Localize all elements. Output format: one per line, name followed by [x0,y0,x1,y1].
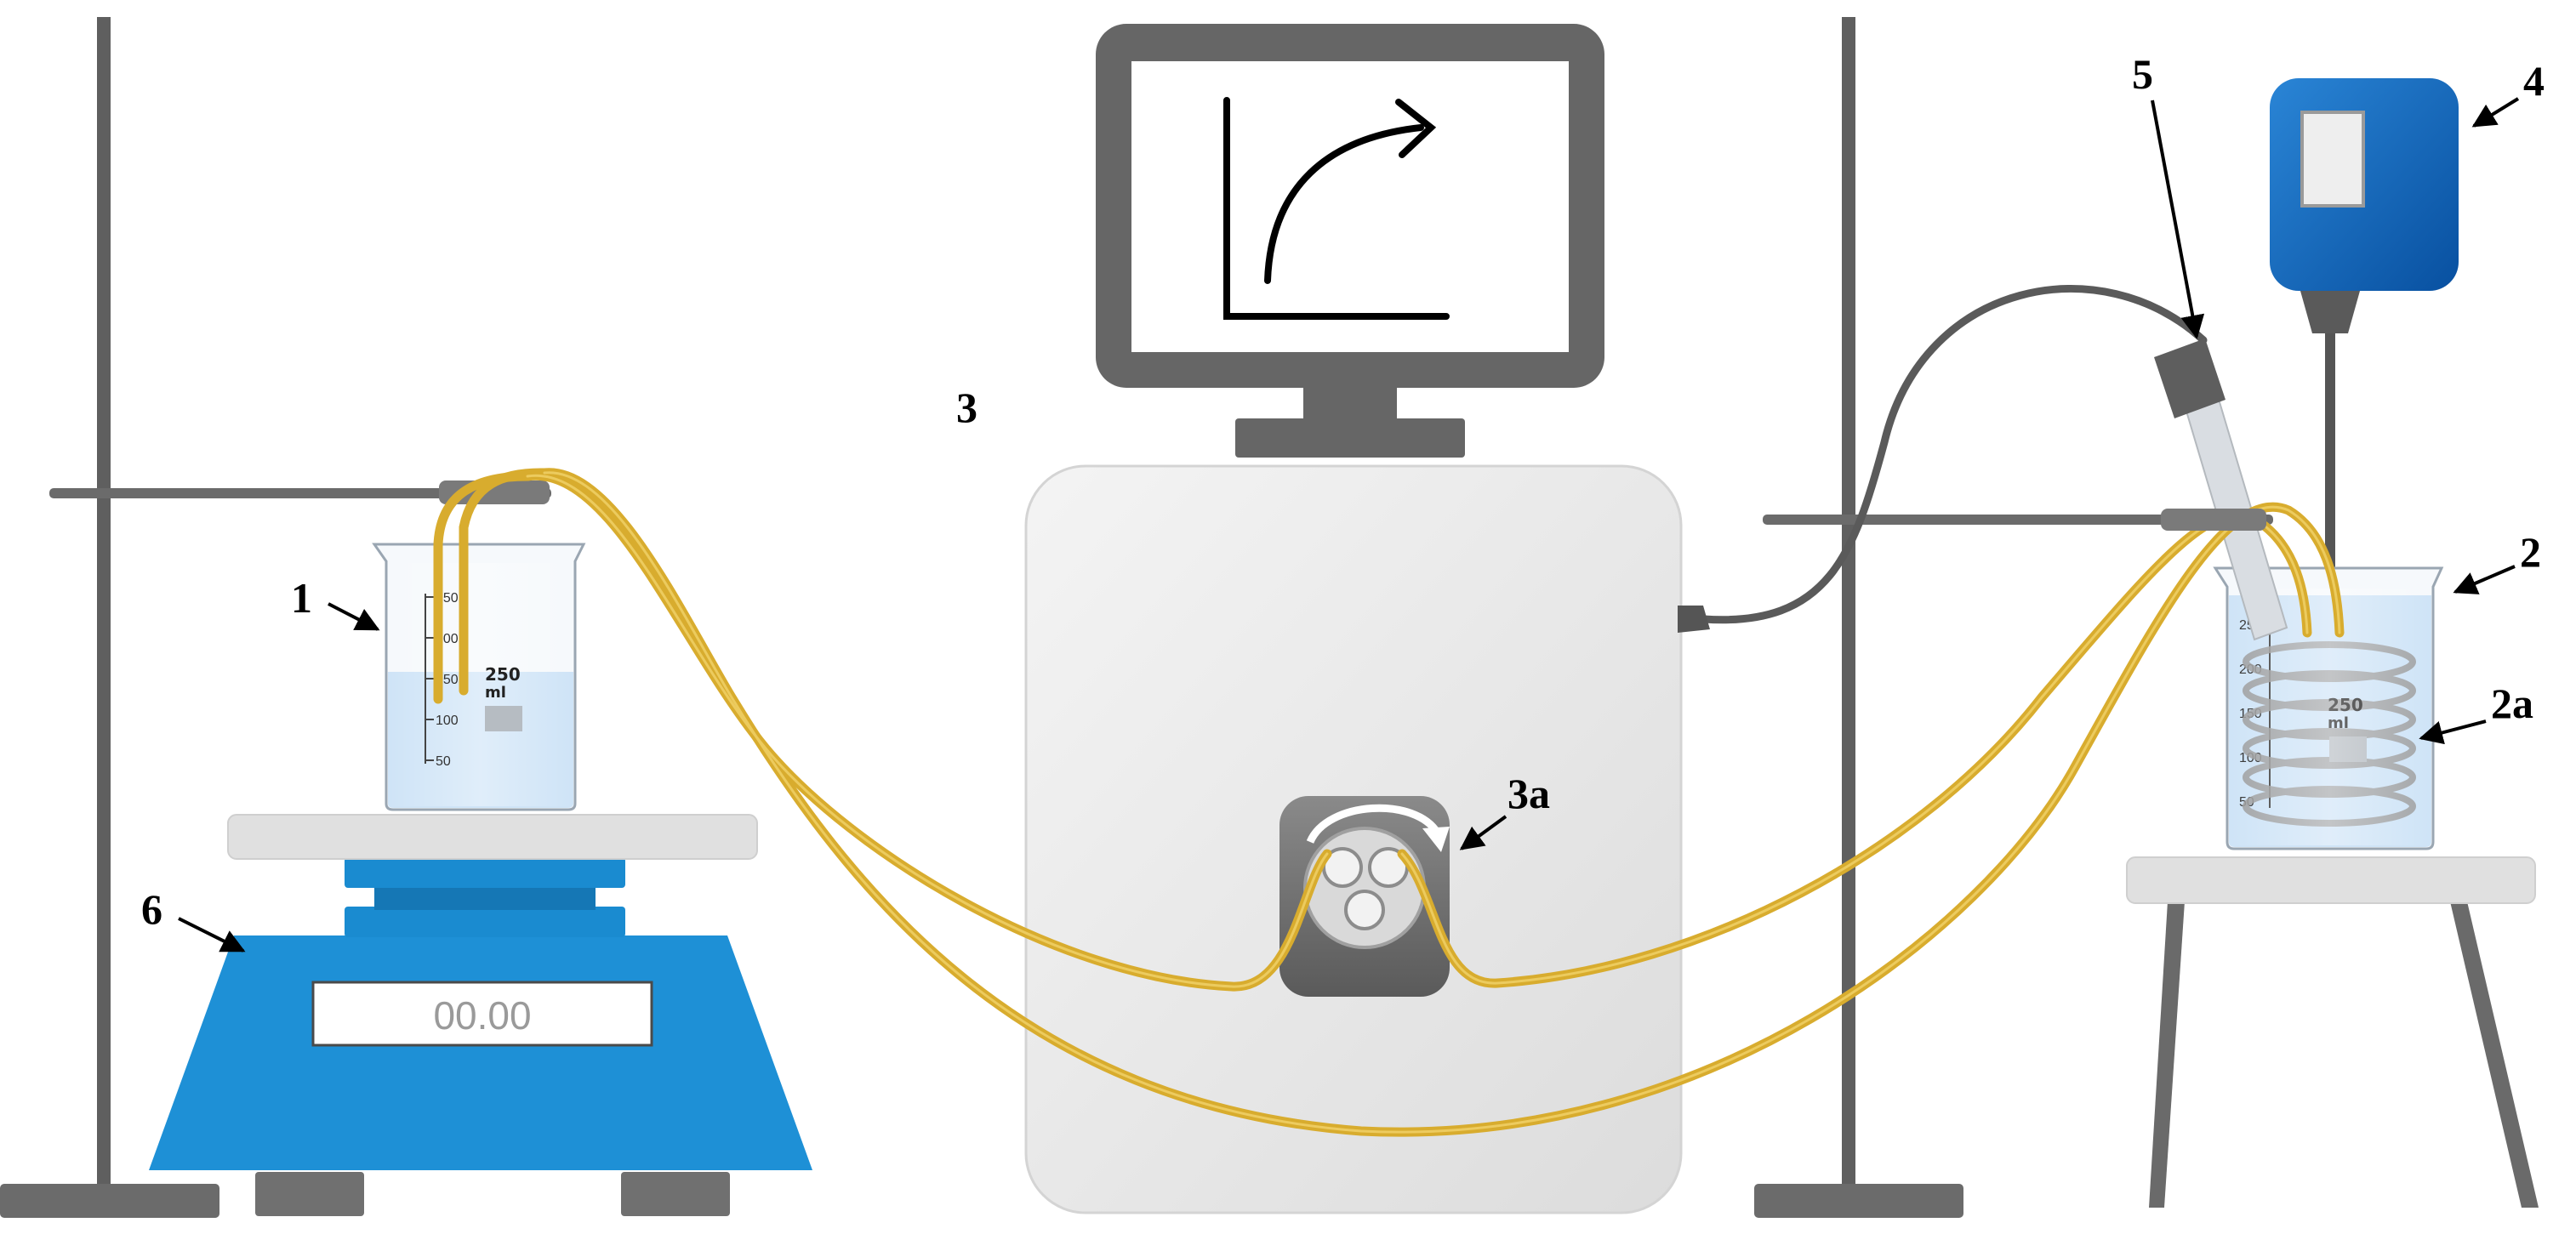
monitor-icon [1096,24,1604,388]
label-balance: 6 [141,885,162,933]
probe-cable [1700,285,2208,624]
right-clamp-holder [2161,509,2266,531]
arrow-reactor-beaker [2453,565,2516,594]
label-stirrer: 4 [2523,57,2545,105]
arrow-heating-coil [2419,719,2487,745]
pump-cable-connector [1678,606,1710,633]
curve-graph-icon [1223,97,1450,320]
label-heating-coil: 2a [2491,680,2533,727]
feed-beaker-tick-label: 50 [436,754,451,769]
arrow-pump-head [1459,815,1507,850]
stirrer-coupling [2300,291,2360,333]
balance: 00.00 [149,814,812,1216]
callouts: 1 3 3a 5 4 2 2a 6 [141,50,2545,953]
tripod-leg-right [2450,901,2539,1208]
monitor-screen [1131,61,1569,352]
balance-foot-left [255,1172,364,1216]
monitor-stand-base [1235,418,1465,458]
feed-beaker-label-patch [485,706,522,731]
balance-neck-mid [374,884,596,910]
label-probe: 5 [2132,50,2153,98]
tripod-top [2126,856,2536,904]
balance-pan [227,814,758,860]
probe-head [2154,338,2226,418]
arrow-feed-beaker [328,602,380,631]
label-pump-head: 3a [1507,770,1550,817]
right-stand-rod [1842,17,1855,1208]
arrow-stirrer [2471,97,2520,128]
rotation-arrow-head [1422,827,1450,852]
right-retort-stand [1754,17,2273,1218]
feed-beaker: 250 200 150 100 50 250 ml [372,543,586,811]
feed-beaker-tick-marks [425,596,434,761]
balance-display-value: 00.00 [433,993,531,1038]
balance-neck-bottom [345,907,625,937]
tripod-leg-left [2149,901,2185,1208]
balance-neck-top [345,857,625,888]
rotation-arrow-icon [1306,804,1441,844]
probe [1700,285,2288,641]
pump-unit [1024,24,1710,1214]
label-feed-beaker: 1 [291,574,312,622]
reactor-beaker: 250 200 150 100 50 250 ml [2213,566,2444,850]
balance-body [149,935,812,1170]
left-stand-base [0,1184,219,1218]
left-stand-rod [97,17,111,1208]
arrow-probe [2151,100,2205,339]
stirrer-motor-window [2300,111,2365,208]
tripod-table [2126,856,2539,1208]
left-clamp-rod [49,488,551,498]
label-reactor-beaker: 2 [2520,528,2541,576]
arrow-balance [178,917,246,953]
balance-display-panel [311,981,653,1047]
balance-foot-right [621,1172,730,1216]
right-clamp-rod [1763,515,2273,525]
feed-beaker-volume-unit: ml [485,684,506,702]
feed-beaker-shine [390,563,572,806]
label-pump-unit: 3 [956,384,977,431]
pump-head [1279,796,1450,997]
feed-beaker-tick-label: 100 [436,714,459,728]
feed-beaker-volume: 250 [485,664,521,685]
right-stand-base [1754,1184,1963,1218]
pump-roller [1344,890,1385,930]
